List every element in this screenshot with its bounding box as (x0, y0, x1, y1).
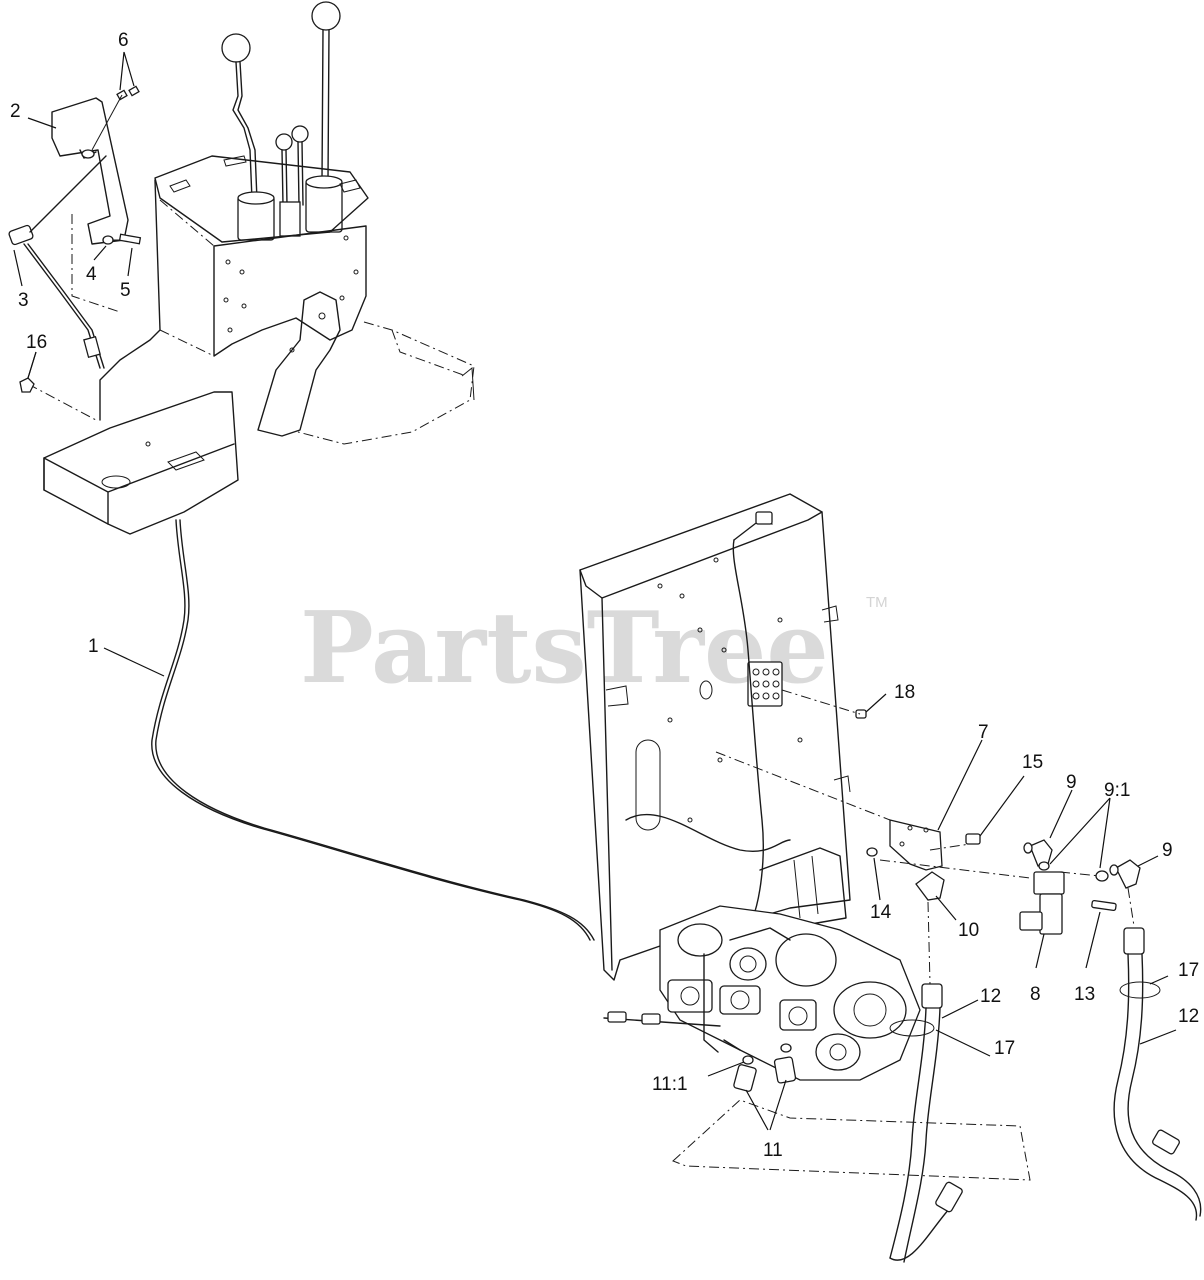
tower-front-plate (213, 225, 367, 357)
callout-leaders (13, 51, 1177, 1131)
control-lever-right (311, 1, 341, 181)
callout-15: 15 (1022, 752, 1043, 773)
callout-2: 2 (10, 101, 21, 122)
bolt-15 (965, 833, 981, 845)
callout-7: 7 (978, 722, 989, 743)
callout-8: 8 (1030, 984, 1041, 1005)
watermark-text: PartsTree (300, 591, 829, 706)
tower-side-wall (99, 179, 161, 421)
valve-bracket-7 (889, 819, 943, 871)
wire-harness (151, 519, 591, 941)
hose-12-right (1113, 927, 1202, 1221)
callout-3: 3 (18, 290, 29, 311)
callout-17-right: 17 (1178, 960, 1199, 981)
solenoid-valve-8 (1019, 871, 1065, 935)
terminal-block (747, 661, 783, 707)
callout-14: 14 (870, 902, 892, 923)
connector-18 (855, 709, 867, 719)
wire-harness-inner (155, 519, 595, 941)
callout-9-1: 9:1 (1104, 780, 1130, 801)
elbow-9-left (1023, 839, 1053, 867)
callout-12-right: 12 (1178, 1006, 1199, 1027)
callout-6: 6 (118, 30, 129, 51)
elbow-10 (915, 871, 945, 901)
clamp-17-right (1119, 981, 1161, 999)
bolt-13 (1091, 899, 1117, 912)
sensor-bracket (51, 97, 129, 245)
callout-12-left: 12 (980, 986, 1001, 1007)
clamp-17-left (889, 1019, 935, 1037)
hydro-pump-assembly (659, 905, 921, 1081)
foot-plate (297, 321, 475, 445)
callout-13: 13 (1074, 984, 1095, 1005)
lever-housing (237, 175, 343, 241)
neutral-switch (8, 155, 107, 369)
callout-9-left: 9 (1066, 772, 1077, 793)
tower-base-tray (43, 391, 239, 535)
control-tower-assembly (27, 1, 475, 535)
fitting-11 (733, 1043, 797, 1092)
callout-11-1: 11:1 (652, 1074, 688, 1095)
callout-9-right: 9 (1162, 840, 1173, 861)
callout-4: 4 (86, 264, 97, 285)
nut-16 (19, 377, 35, 393)
callout-18: 18 (894, 682, 915, 703)
callout-11: 11 (763, 1140, 783, 1161)
elbow-9-right (1109, 859, 1141, 889)
main-mounting-plate (579, 493, 851, 981)
callout-17-left: 17 (994, 1038, 1015, 1059)
callout-16: 16 (26, 332, 47, 353)
o-ring-9-1 (1038, 861, 1109, 882)
hose-12-left (889, 983, 963, 1263)
mounting-screws (91, 85, 140, 151)
callout-labels: 1 2 3 4 5 6 7 8 9 9 9:1 10 11 11:1 12 12… (10, 30, 1199, 1161)
pedal-bracket (257, 291, 341, 437)
control-lever-left (221, 33, 258, 201)
washer-and-bolt (102, 233, 142, 245)
tower-top-panel (154, 155, 369, 243)
callout-5: 5 (120, 280, 131, 301)
watermark-trademark: TM (866, 594, 888, 611)
callout-1: 1 (88, 636, 99, 657)
callout-10: 10 (958, 920, 979, 941)
control-knobs-small (275, 125, 309, 206)
washer-14 (866, 847, 878, 857)
